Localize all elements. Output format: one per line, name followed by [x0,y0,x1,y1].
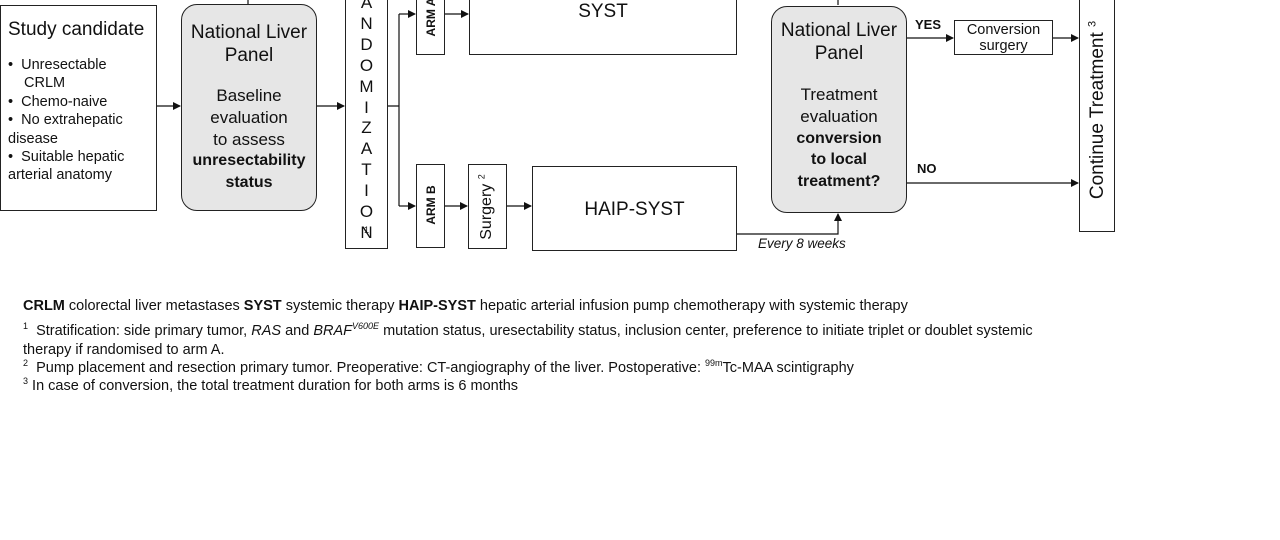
criteria-list: • Unresectable CRLM • Chemo-naive • No e… [8,56,124,185]
haip-syst-box: HAIP-SYST [532,166,737,251]
list-item: CRLM [24,75,66,92]
list-item: • Unresectable [8,57,107,73]
conversion-surgery-label: Conversion surgery [966,22,1041,54]
continue-treatment-label: Continue Treatment 3 [1086,20,1108,200]
national-liver-panel-baseline: National Liver Panel Baseline evaluation… [181,4,317,211]
randomization-letter: D [360,34,373,54]
footnote-3: 3 In case of conversion, the total treat… [23,376,519,394]
bullet: • [8,93,14,110]
conversion-surgery-box: Conversion surgery [954,20,1053,55]
randomization-letter: O [359,55,374,75]
footnote-1: 1 Stratification: side primary tumor, RA… [23,321,1033,339]
national-liver-panel-evaluation: National Liver Panel Treatment evaluatio… [771,6,907,213]
bullet: • [8,57,14,73]
syst-box: SYST [469,0,737,55]
randomization-letter: M [359,76,374,96]
arrow-every-8-weeks [737,213,842,235]
study-candidate-title: Study candidate [8,19,145,40]
surgery-label: Surgery 2 [476,174,495,240]
list-item: • Chemo-naive [8,93,108,110]
list-item: disease [8,130,58,147]
randomization-letter: I [364,97,369,117]
continue-treatment-box: Continue Treatment 3 [1079,0,1115,232]
panel-body: Treatment evaluation conversion to local… [796,85,882,191]
study-candidate-box: Study candidate • Unresectable CRLM • Ch… [0,5,157,211]
panel-title: National Liver Panel [190,22,308,66]
randomization-letters: RANDOMIZATION [346,0,387,244]
arm-b-label: ARM B [424,185,438,225]
arm-a-label: ARM A [424,0,438,37]
panel-title: National Liver Panel [780,20,898,64]
bullet: • [8,149,14,166]
abbreviation-legend: CRLM colorectal liver metastases SYST sy… [23,298,908,314]
randomization-letter: I [364,181,369,201]
footnote-1-continued: therapy if randomised to arm A. [23,342,225,358]
arm-a-box: ARM A [416,0,445,55]
interval-label: Every 8 weeks [758,236,846,251]
syst-label: SYST [578,1,628,22]
randomization-split-line [388,14,400,206]
list-item: • Suitable hepatic [8,149,125,166]
randomization-letter: T [361,160,372,180]
list-item: • No extrahepatic [8,112,123,129]
randomization-letter: N [360,222,373,242]
bullet: • [8,112,14,129]
arm-b-box: ARM B [416,164,445,248]
randomization-letter: Z [361,118,372,138]
no-label: NO [917,161,937,176]
footnote-2: 2 Pump placement and resection primary t… [23,358,854,376]
panel-body: Baseline evaluation to assess unresectab… [192,86,306,192]
randomization-letter: O [359,202,374,222]
list-item: arterial anatomy [8,167,112,184]
randomization-letter: A [360,0,373,12]
randomization-letter: A [360,139,373,159]
randomization-letter: N [360,13,373,33]
randomization-box: RANDOMIZATION 1 [345,0,388,249]
surgery-box: Surgery 2 [468,164,507,249]
yes-label: YES [915,17,942,32]
haip-syst-label: HAIP-SYST [584,199,685,220]
randomization-superscript: 1 [363,225,369,235]
